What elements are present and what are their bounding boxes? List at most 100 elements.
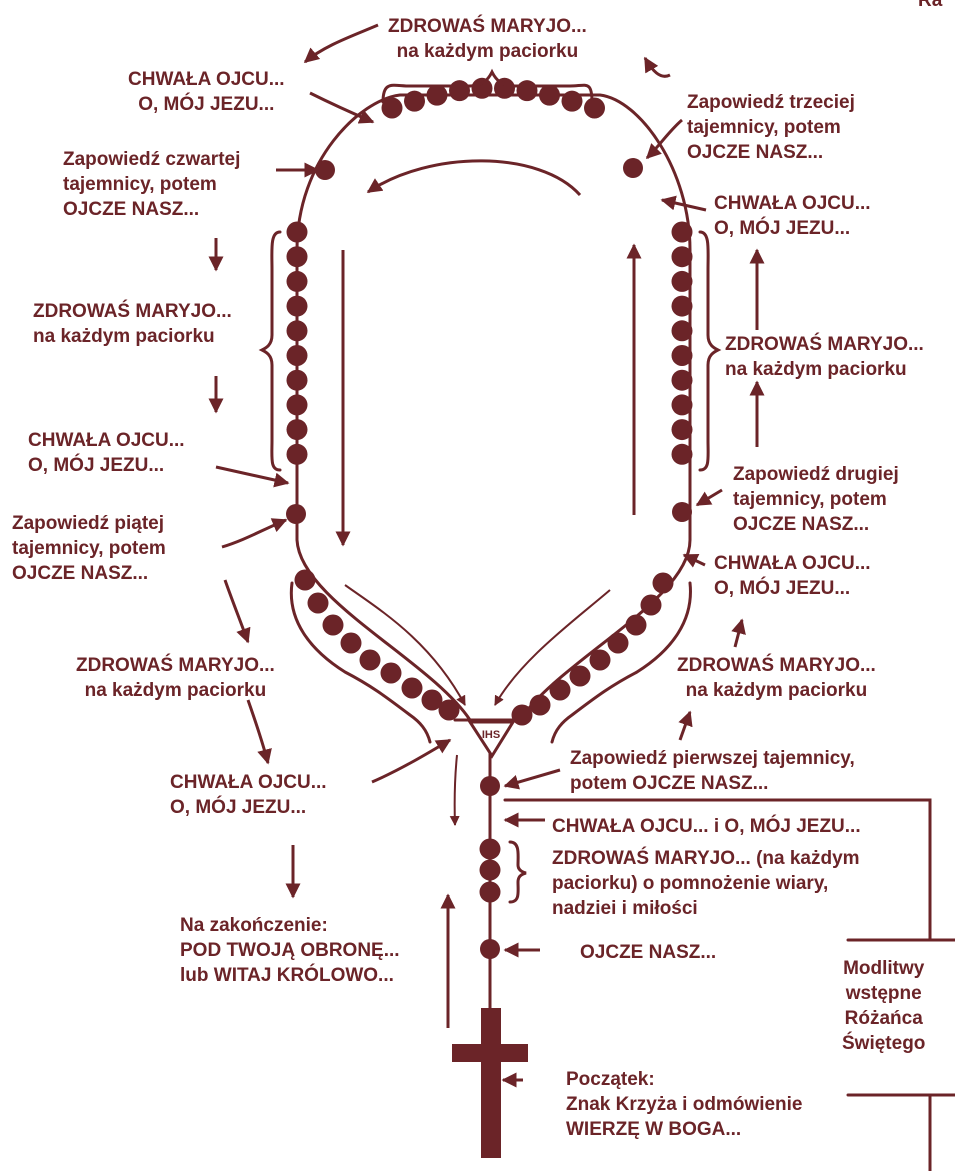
bead (672, 222, 693, 243)
bead (404, 91, 425, 112)
arrow-up-4 (680, 712, 690, 740)
bead (590, 650, 611, 671)
label-glory-right: CHWAŁA OJCU...O, MÓJ JEZU... (714, 551, 871, 601)
arrow-glory-right (684, 555, 705, 565)
label-line: tajemnicy, potem (12, 536, 166, 561)
label-right-hail-mary: ZDROWAŚ MARYJO...na każdym paciorku (725, 332, 924, 382)
label-line: na każdym paciorku (76, 678, 275, 703)
label-glory-top-left: CHWAŁA OJCU...O, MÓJ JEZU... (128, 67, 285, 117)
bead (608, 633, 629, 654)
label-line: ZDROWAŚ MARYJO... (76, 653, 275, 678)
bead (287, 222, 308, 243)
label-opening-prayers: ModlitwywstępneRóżańcaŚwiętego (842, 956, 925, 1056)
label-line: lub WITAJ KRÓLOWO... (180, 963, 400, 988)
label-line: na każdym paciorku (725, 357, 924, 382)
bead (286, 504, 306, 524)
bead (287, 370, 308, 391)
label-line: Zapowiedź pierwszej tajemnicy, (570, 746, 855, 771)
bead (287, 271, 308, 292)
label-line: OJCZE NASZ... (63, 197, 240, 222)
bead (449, 80, 470, 101)
label-line: tajemnicy, potem (687, 115, 855, 140)
arrow-down-4 (248, 700, 268, 763)
medallion-text: IHS (482, 729, 500, 741)
bead (672, 320, 693, 341)
label-line: OJCZE NASZ... (580, 940, 716, 965)
bead (381, 663, 402, 684)
label-line: OJCZE NASZ... (12, 561, 166, 586)
bead (584, 98, 605, 119)
bead (512, 705, 533, 726)
label-line: nadziei i miłości (552, 896, 860, 921)
label-line: Zapowiedź piątej (12, 511, 166, 536)
label-top-hail-mary: ZDROWAŚ MARYJO...na każdym paciorku (388, 14, 587, 64)
bead (287, 394, 308, 415)
label-line: Zapowiedź czwartej (63, 147, 240, 172)
bead (562, 91, 583, 112)
arrow-up-3 (735, 620, 742, 647)
arrow-first-mystery (505, 770, 560, 786)
left-decade-brace (262, 232, 280, 470)
label-line: na każdym paciorku (33, 324, 232, 349)
bead (570, 666, 591, 687)
bead (641, 595, 662, 616)
label-ending: Na zakończenie:POD TWOJĄ OBRONĘ...lub WI… (180, 913, 400, 988)
label-line: O, MÓJ JEZU... (714, 576, 871, 601)
bead (287, 320, 308, 341)
bead (295, 570, 316, 591)
bead (480, 860, 501, 881)
arrow-down-3 (225, 580, 248, 642)
label-line: ZDROWAŚ MARYJO... (33, 299, 232, 324)
bead (530, 695, 551, 716)
arrow-glory-top-left (310, 93, 373, 122)
bead (402, 678, 423, 699)
label-line: na każdym paciorku (388, 39, 587, 64)
bead (672, 370, 693, 391)
arrow-top-right-up (645, 58, 670, 76)
bead (287, 419, 308, 440)
cross-horizontal (452, 1044, 528, 1062)
label-line: CHWAŁA OJCU... (714, 551, 871, 576)
label-line: Zapowiedź drugiej (733, 462, 899, 487)
label-third-mystery: Zapowiedź trzeciejtajemnicy, potemOJCZE … (687, 90, 855, 165)
inner-arrow-top (368, 161, 580, 195)
arrow-glory-lower-left (372, 740, 450, 782)
lower-right-brace (552, 583, 690, 742)
label-line: O, MÓJ JEZU... (128, 92, 285, 117)
label-line: Zapowiedź trzeciej (687, 90, 855, 115)
stem-brace (510, 842, 526, 902)
bead (672, 296, 693, 317)
label-line: na każdym paciorku (677, 678, 876, 703)
label-glory-top-right: CHWAŁA OJCU...O, MÓJ JEZU... (714, 191, 871, 241)
bead (287, 296, 308, 317)
label-line: CHWAŁA OJCU... (128, 67, 285, 92)
label-line: potem OJCZE NASZ... (570, 771, 855, 796)
label-line: Różańca (842, 1006, 925, 1031)
bead (480, 882, 501, 903)
bead (653, 573, 674, 594)
bead (287, 345, 308, 366)
bead (382, 98, 403, 119)
label-line: CHWAŁA OJCU... (714, 191, 871, 216)
bead (480, 939, 500, 959)
bead (308, 593, 329, 614)
bead (672, 419, 693, 440)
label-glory-left: CHWAŁA OJCU...O, MÓJ JEZU... (28, 428, 185, 478)
label-line: Początek: (566, 1067, 803, 1092)
label-stem-hail-mary: ZDROWAŚ MARYJO... (na każdympaciorku) o … (552, 846, 860, 921)
label-line: O, MÓJ JEZU... (714, 216, 871, 241)
bead (341, 633, 362, 654)
label-line: POD TWOJĄ OBRONĘ... (180, 938, 400, 963)
bead (672, 444, 693, 465)
label-stem-our-father: OJCZE NASZ... (580, 940, 716, 965)
label-lower-left-hail-mary: ZDROWAŚ MARYJO...na każdym paciorku (76, 653, 275, 703)
bead (472, 78, 493, 99)
label-line: tajemnicy, potem (733, 487, 899, 512)
arrow-fifth-mystery (222, 520, 286, 547)
bead (672, 345, 693, 366)
label-line: O, MÓJ JEZU... (170, 795, 327, 820)
